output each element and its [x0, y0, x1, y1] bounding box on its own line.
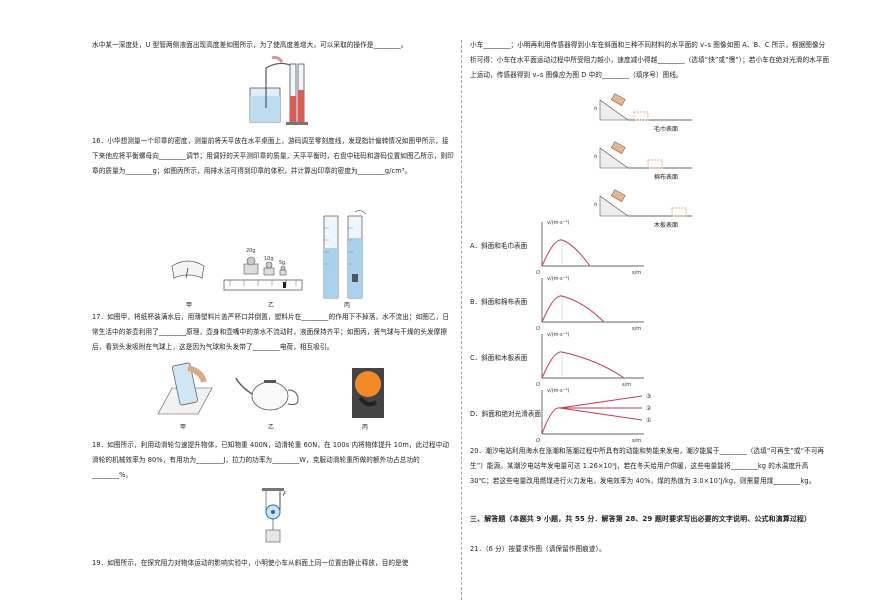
axis-s-c: s/m [622, 382, 631, 388]
force-label: F [283, 491, 287, 498]
h-label-3: h [594, 202, 597, 208]
pulley-figure: F [262, 488, 287, 543]
balance-figures: 20g 10g 5g [171, 210, 367, 299]
axis-v-a: v/(m·s⁻¹) [547, 220, 569, 226]
surface-label-cotton: 棉布表面 [654, 174, 679, 181]
q16-text: 16．小华想测量一个印章的密度，测量前将天平放在水平桌面上，游码调至零刻度线，发… [92, 137, 454, 175]
origin-b: O [536, 326, 540, 332]
weight-label-5g: 5g [279, 260, 285, 266]
q19-continued: 小车________；小明再利用传感器得到小车在斜面和三种不同材料的水平面的 v… [470, 41, 830, 79]
weight-label-10g: 10g [264, 256, 274, 262]
graph-a: v/(m·s⁻¹) s/m O [536, 220, 644, 276]
axis-s-a: s/m [632, 270, 641, 276]
section-3-heading: 三、解答题（本题共 9 小题，共 55 分．解答第 28、29 题时要求写出必要… [470, 515, 812, 523]
option-b: B．斜面和棉布表面 [470, 298, 528, 306]
u-tube-figure [249, 56, 308, 125]
q19-text: 19．如图所示，在探究阻力对物体运动的影响实验中，小明使小车从斜面上同一位置由静… [92, 559, 409, 567]
axis-v-b: v/(m·s⁻¹) [547, 276, 569, 282]
origin-c: O [536, 382, 540, 388]
graph-c: v/(m·s⁻¹) s/m O [536, 332, 644, 388]
fig-label-jia-17: 甲 [180, 424, 187, 431]
h-label-2: h [594, 154, 597, 160]
origin-d: O [536, 438, 540, 444]
axis-v-d: v/(m·s⁻¹) [547, 388, 569, 394]
q17-text: 17．如图甲，将纸杯装满水后，用薄塑料片盖严杯口并倒置，塑料片在________… [92, 313, 450, 351]
fig-label-bing: 丙 [344, 302, 351, 309]
q21-text: 21．（6 分）按要求作图（请保留作图痕迹）。 [470, 545, 606, 553]
h-label-1: h [594, 106, 597, 112]
q17-figures [157, 362, 384, 418]
column-divider [461, 40, 462, 600]
q15-tail: 水中某一深度处，U 型管两侧液面出现高度差如图所示，为了使高度差增大，可以采取的… [92, 41, 408, 49]
option-c: C．斜面和木板表面 [470, 354, 528, 362]
fig-label-bing-17: 丙 [362, 424, 369, 431]
option-a: A．斜面和毛巾表面 [470, 242, 528, 250]
fig-label-yi: 乙 [268, 302, 275, 309]
option-d: D．斜面和绝对光滑表面 [470, 410, 542, 418]
axis-v-c: v/(m·s⁻¹) [547, 332, 569, 338]
q20-text: 20．潮汐电站利用海水在涨潮和落潮过程中所具有的动能和势能来发电，潮汐能属于__… [470, 447, 825, 485]
fig-label-yi-17: 乙 [268, 424, 275, 431]
incline-figures: h h h [594, 93, 692, 217]
fig-label-jia: 甲 [186, 302, 193, 309]
line-mark-3: ③ [646, 393, 651, 400]
origin-a: O [536, 270, 540, 276]
surface-label-towel: 毛巾表面 [654, 126, 679, 133]
graph-d: v/(m·s⁻¹) s/m O ③ ② ① [536, 388, 652, 444]
graph-b: v/(m·s⁻¹) s/m O [536, 276, 644, 332]
axis-s-b: s/m [632, 326, 641, 332]
axis-s-d: s/m [632, 438, 641, 444]
line-mark-2: ② [646, 405, 652, 412]
surface-label-wood: 木板表面 [654, 222, 679, 229]
line-mark-1: ① [646, 417, 651, 424]
vs-graphs: v/(m·s⁻¹) s/m O v/(m·s⁻¹) s/m O v/(m·s [536, 220, 652, 444]
q18-text: 18．如图所示，利用动滑轮匀速提升物体，已知物重 400N，动滑轮重 60N，在… [92, 441, 450, 479]
weight-label-20g: 20g [246, 248, 256, 254]
